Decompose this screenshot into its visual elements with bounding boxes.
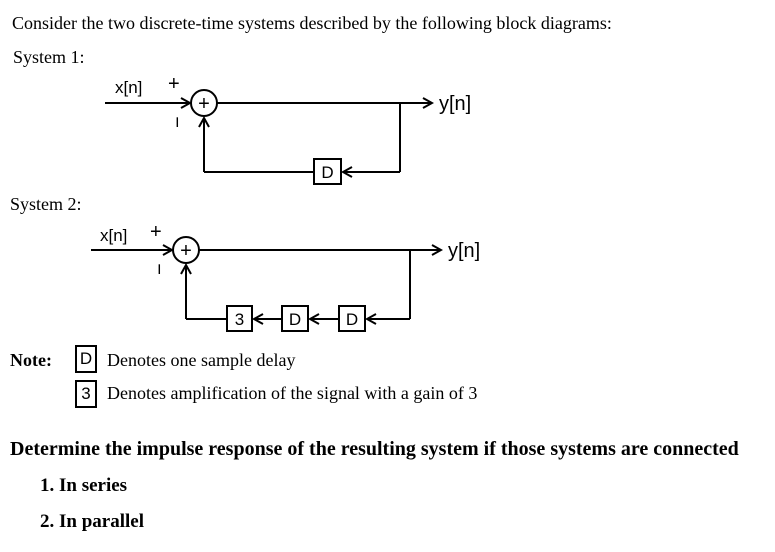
question-text: Determine the impulse response of the re… [10,438,739,460]
note-delay-symbol: D [75,345,97,373]
note-label: Note: [10,350,52,370]
intro-text: Consider the two discrete-time systems d… [12,13,612,33]
question-item-parallel: 2. In parallel [40,511,144,532]
system1-title: System 1: [13,47,85,67]
question-item-series: 1. In series [40,475,128,496]
system1-delay-label: D [321,163,333,182]
system2-minus-sign: − [149,263,171,275]
system2-delay1-label: D [289,310,301,329]
system2-gain-label: 3 [235,310,244,329]
note-gain-text: Denotes amplification of the signal with… [107,383,478,403]
system2-input-label: x[n] [100,226,127,245]
system2-gain-block [226,305,253,332]
note-delay-text: Denotes one sample delay [107,350,296,370]
system2-title: System 2: [10,194,82,214]
system1-output-label: y[n] [439,93,471,115]
system1-diagram: + D x[n] + − y[n] [105,73,471,185]
system1-adder-symbol: + [198,93,210,115]
system2-delay2-label: D [346,310,358,329]
system2-adder-symbol: + [180,240,192,262]
system2-diagram: + D D 3 x[n] + − y[n] [91,221,480,332]
system2-output-label: y[n] [448,240,480,262]
note-gain-symbol: 3 [75,380,97,408]
system2-plus-sign: + [150,221,162,243]
system1-minus-sign: − [167,116,189,128]
system1-input-label: x[n] [115,78,142,97]
system1-plus-sign: + [168,73,180,95]
